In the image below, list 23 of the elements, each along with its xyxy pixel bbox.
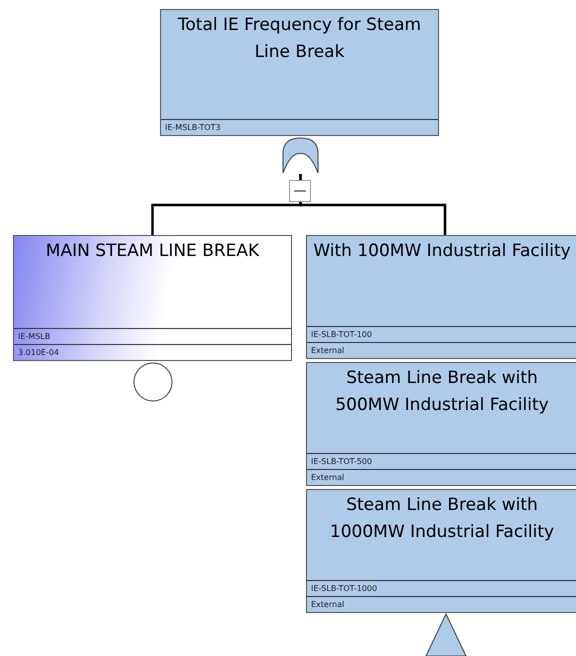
event-id: IE-SLB-TOT-1000 bbox=[307, 580, 576, 596]
event-box bbox=[306, 489, 576, 613]
connector-line bbox=[299, 174, 446, 235]
or-gate-symbol bbox=[282, 137, 319, 174]
event-box bbox=[306, 362, 576, 486]
event-description: Total IE Frequency for Steam Line Break bbox=[176, 14, 422, 64]
event-value: External bbox=[307, 596, 576, 612]
event-description: Steam Line Break with 1000MW Industrial Facility bbox=[328, 494, 556, 544]
event-id: IE-MSLB-TOT3 bbox=[161, 119, 438, 135]
event-box bbox=[13, 235, 292, 361]
event-box bbox=[160, 9, 439, 136]
basic-event-circle bbox=[133, 362, 173, 402]
event-value: 3.010E-04 bbox=[14, 344, 291, 360]
event-value: External bbox=[307, 469, 576, 485]
event-box bbox=[306, 235, 576, 359]
event-id: IE-MSLB bbox=[14, 328, 291, 344]
event-id: IE-SLB-TOT-500 bbox=[307, 453, 576, 469]
event-description: With 100MW Industrial Facility bbox=[312, 240, 572, 263]
event-description: Steam Line Break with 500MW Industrial Facility bbox=[334, 367, 550, 417]
event-id: IE-SLB-TOT-100 bbox=[307, 326, 576, 342]
event-description: MAIN STEAM LINE BREAK bbox=[44, 240, 260, 263]
transfer-triangle bbox=[425, 613, 467, 656]
event-value: External bbox=[307, 342, 576, 358]
